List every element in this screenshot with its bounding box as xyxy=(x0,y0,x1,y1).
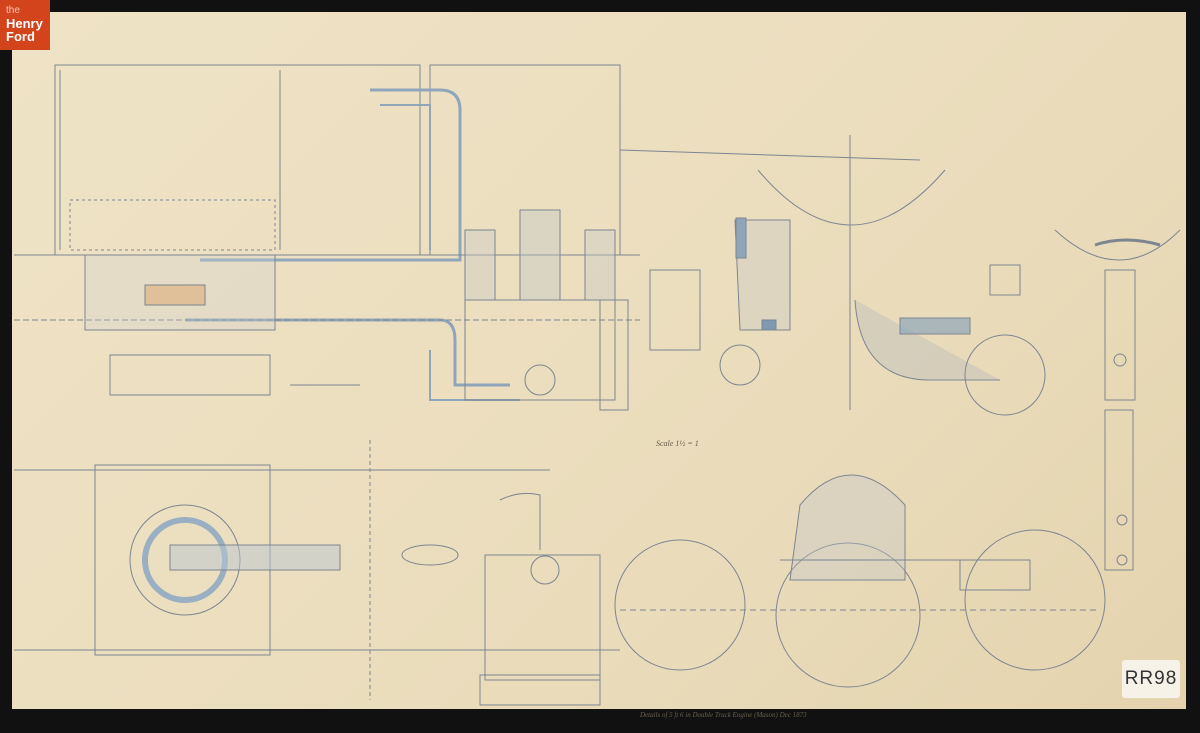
driving-wheels xyxy=(614,474,1106,688)
henry-ford-logo: the Henry Ford xyxy=(0,0,50,50)
crank-plan-view xyxy=(14,354,620,700)
logo-text: the xyxy=(6,5,20,16)
logo-text: Henry xyxy=(6,16,43,31)
scale-note: Scale 1½ = 1 xyxy=(656,439,699,448)
cylinder-detail xyxy=(84,209,629,411)
pump-detail xyxy=(401,492,601,706)
valve-gear-view xyxy=(619,135,1046,416)
logo-text: Ford xyxy=(6,29,35,44)
catalog-label: RR98 xyxy=(1122,660,1180,698)
drawing-caption: Details of 5 ft 6 in Double Truck Engine… xyxy=(640,711,807,719)
right-wheel-detail xyxy=(1054,229,1181,571)
